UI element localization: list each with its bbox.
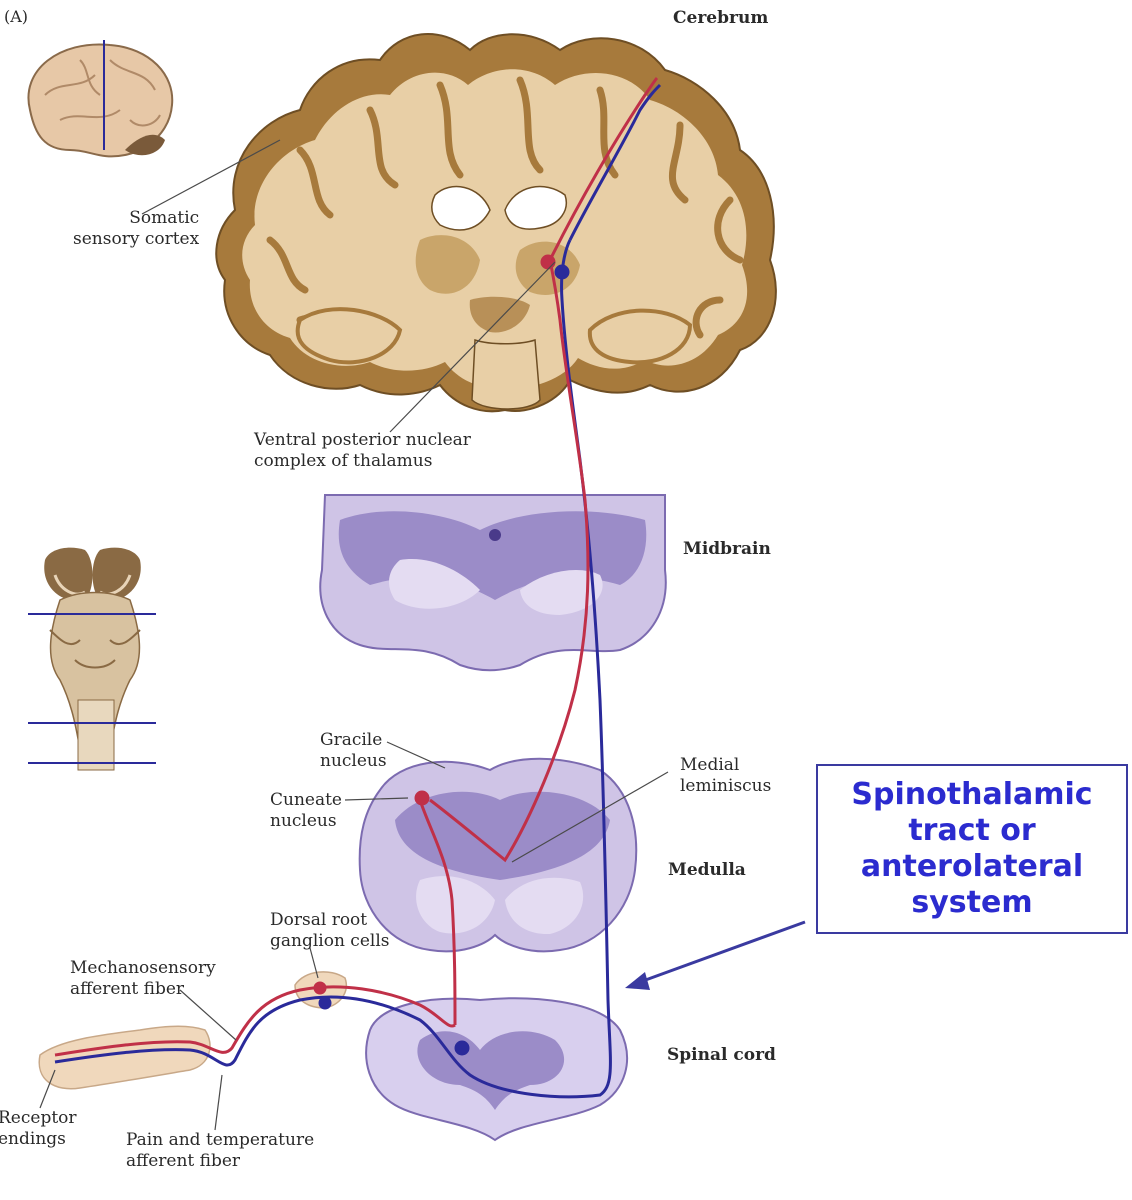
spinothalamic-callout-box: Spinothalamic tract or anterolateral sys…	[816, 764, 1128, 934]
callout-line: anterolateral	[860, 849, 1084, 884]
region-label-cerebrum: Cerebrum	[673, 8, 769, 28]
region-label-medulla: Medulla	[668, 860, 746, 880]
label-line: Medial	[680, 755, 740, 775]
leader-lines	[39, 139, 669, 1131]
label-line: complex of thalamus	[254, 451, 433, 471]
label-line: sensory cortex	[73, 229, 200, 249]
label-somatic-sensory-cortex: Somatic sensory cortex	[73, 208, 199, 250]
brainstem-thumbnail	[28, 547, 156, 771]
callout-text: Spinothalamic tract or anterolateral sys…	[851, 777, 1092, 921]
label-line: afferent fiber	[70, 979, 185, 999]
label-gracile-nucleus: Gracile nucleus	[320, 730, 387, 772]
region-label-spinal-cord: Spinal cord	[667, 1045, 776, 1065]
label-pain-temperature-fiber: Pain and temperature afferent fiber	[126, 1130, 314, 1172]
midbrain-section	[319, 494, 667, 672]
callout-line: system	[911, 885, 1033, 920]
dorsal-column-pathway	[54, 76, 659, 1057]
spinal-cord-section	[365, 997, 629, 1142]
label-mechanosensory-fiber: Mechanosensory afferent fiber	[70, 958, 216, 1000]
callout-line: Spinothalamic	[851, 777, 1093, 812]
callout-line: tract or	[908, 813, 1036, 848]
label-line: leminiscus	[680, 776, 772, 796]
label-dorsal-root-ganglion: Dorsal root ganglion cells	[270, 910, 390, 952]
cerebrum-section	[215, 33, 777, 413]
label-line: Cuneate	[270, 790, 342, 810]
region-label-midbrain: Midbrain	[683, 539, 771, 559]
label-line: nucleus	[270, 811, 337, 831]
label-line: Mechanosensory	[70, 958, 216, 978]
label-line: Pain and temperature	[126, 1130, 315, 1150]
label-line: endings	[0, 1129, 66, 1149]
label-vpn-thalamus: Ventral posterior nuclear complex of tha…	[254, 430, 471, 472]
label-line: Gracile	[320, 730, 383, 750]
brain-lateral-thumbnail	[27, 40, 174, 158]
label-line: Receptor	[0, 1108, 77, 1128]
label-line: Ventral posterior nuclear	[254, 430, 471, 450]
label-receptor-endings: Receptor endings	[0, 1108, 77, 1150]
label-line: Somatic	[129, 208, 200, 228]
label-line: Dorsal root	[270, 910, 368, 930]
label-line: afferent fiber	[126, 1151, 241, 1171]
label-cuneate-nucleus: Cuneate nucleus	[270, 790, 342, 832]
callout-arrow	[625, 920, 806, 990]
label-line: nucleus	[320, 751, 387, 771]
label-medial-lemniscus: Medial leminiscus	[680, 755, 771, 797]
panel-label: (A)	[4, 7, 29, 26]
label-line: ganglion cells	[270, 931, 390, 951]
